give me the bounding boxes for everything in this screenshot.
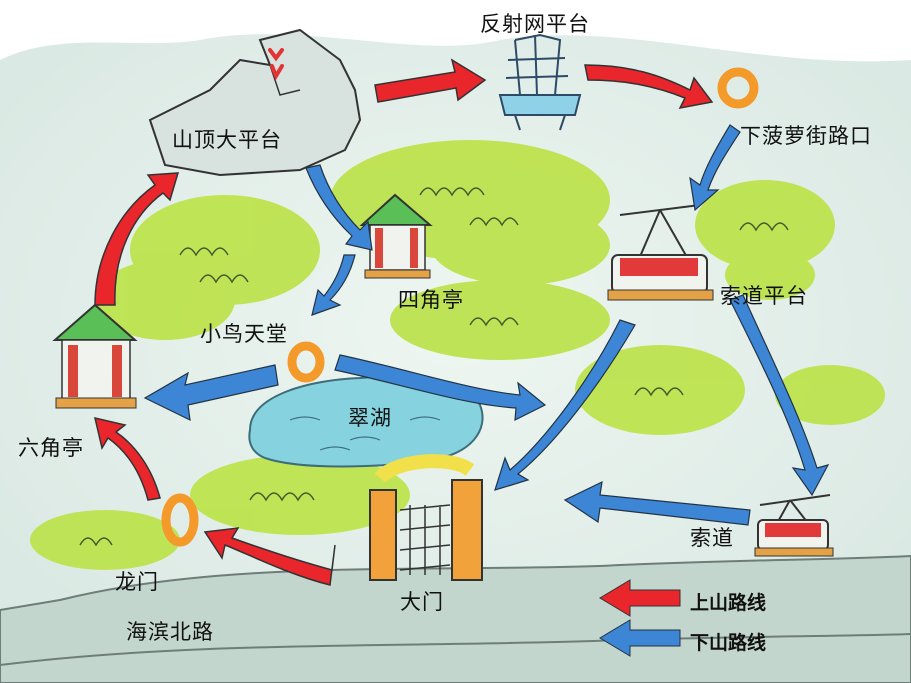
cableway-platform-gondola-icon — [607, 204, 714, 301]
gate-icon — [369, 454, 483, 581]
label-cableway: 索道 — [690, 526, 734, 550]
down-route-arrows — [143, 124, 830, 526]
arrow-liujiao-to-summit — [94, 172, 180, 306]
marker-xiaboluo-icon — [717, 67, 759, 109]
liujiao-pavilion-icon — [52, 303, 138, 409]
arrow-reflect-to-xiaboluo — [584, 64, 714, 110]
label-longmen: 龙门 — [115, 570, 159, 594]
arrow-xiaoniao-to-gate — [334, 354, 547, 422]
legend-down-arrow — [599, 619, 681, 657]
legend-up-label: 上山路线 — [690, 592, 767, 614]
grass-strokes — [79, 187, 789, 547]
summit-rock — [148, 28, 362, 177]
arrow-longmen-to-liujiao — [93, 416, 161, 501]
arrow-summit-to-reflect — [374, 58, 487, 103]
up-route-arrows — [93, 58, 714, 586]
label-reflect-platform: 反射网平台 — [480, 12, 590, 36]
sijiao-pavilion-icon — [359, 193, 433, 279]
lake-ripples — [289, 416, 441, 451]
label-road: 海滨北路 — [126, 620, 214, 644]
arrow-xiaboluo-to-platform — [689, 124, 741, 212]
label-lake: 翠湖 — [348, 406, 392, 430]
label-gate: 大门 — [400, 590, 444, 614]
arrow-sijiao-to-xiaoniao — [311, 254, 356, 316]
arrow-platform-to-cableway — [729, 294, 830, 497]
legend-down-label: 下山路线 — [690, 632, 767, 654]
label-liujiao: 六角亭 — [18, 436, 84, 460]
arrow-gate-to-longmen — [203, 527, 336, 586]
coastal-road — [0, 554, 911, 683]
cableway-gondola-icon — [754, 494, 834, 557]
arrow-platform-to-gate — [494, 319, 636, 491]
marker-xiaoniao-icon — [287, 341, 325, 383]
label-sijiao: 四角亭 — [398, 288, 464, 312]
label-summit: 山顶大平台 — [172, 128, 282, 152]
legend — [599, 579, 681, 657]
legend-up-arrow — [599, 579, 681, 617]
reflect-platform-tower-icon — [498, 33, 582, 131]
arrow-xiaoniao-to-liujiao — [143, 364, 279, 422]
label-xiaboluo: 下菠萝街路口 — [740, 124, 872, 148]
label-cableway-platform: 索道平台 — [720, 284, 808, 308]
arrow-summit-to-sijiao — [305, 164, 373, 251]
label-xiaoniao: 小鸟天堂 — [200, 322, 288, 346]
lake — [248, 375, 484, 468]
ring-markers — [161, 67, 759, 547]
road-edge — [0, 633, 911, 666]
arrow-cableway-to-gate — [563, 480, 751, 526]
marker-longmen-icon — [161, 493, 199, 547]
